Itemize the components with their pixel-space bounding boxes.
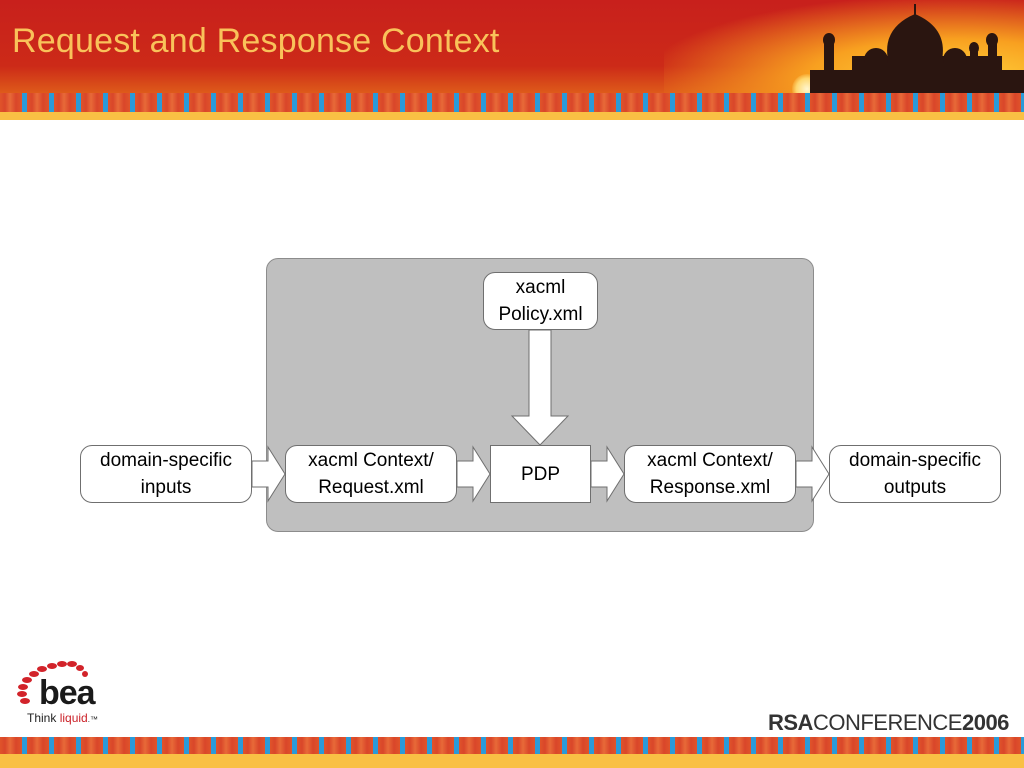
- gold-footer-bar: [0, 754, 1024, 768]
- node-line: xacml Context/: [308, 450, 434, 471]
- node-line: Request.xml: [318, 477, 424, 498]
- node-line: PDP: [520, 463, 561, 485]
- node-line: domain-specific: [100, 450, 232, 471]
- node-response: xacml Context/Response.xml: [624, 445, 796, 503]
- bea-swirl-icon: [17, 661, 88, 704]
- tagline-suffix: .™: [87, 715, 98, 724]
- rsa-prefix: RSA: [768, 710, 813, 735]
- node-pdp: PDP: [490, 445, 591, 503]
- node-domain-inputs: domain-specific inputs: [80, 445, 252, 503]
- node-line: Response.xml: [649, 477, 771, 498]
- bea-logo-text: bea: [39, 674, 96, 712]
- node-line: xacml Context/: [647, 450, 773, 471]
- slide-title: Request and Response Context: [12, 22, 500, 60]
- node-line: domain-specific: [849, 450, 981, 471]
- rsa-conference-logo: RSACONFERENCE2006: [768, 710, 1009, 736]
- node-domain-outputs: domain-specific outputs: [829, 445, 1001, 503]
- bea-tagline: Think liquid.™: [27, 711, 98, 725]
- node-line: xacml: [515, 277, 566, 298]
- tagline-prefix: Think: [27, 711, 57, 725]
- decorative-tile-strip-bottom: [0, 737, 1024, 755]
- tagline-accent: liquid: [59, 711, 88, 725]
- taj-mahal-silhouette-icon: [810, 4, 1024, 100]
- node-line: inputs: [140, 477, 192, 498]
- node-line: outputs: [883, 477, 947, 498]
- rsa-middle: CONFERENCE: [812, 710, 963, 735]
- slide-header: Request and Response Context: [0, 0, 1024, 120]
- node-line: Policy.xml: [498, 304, 583, 325]
- gold-divider: [0, 112, 1024, 120]
- decorative-tile-strip: [0, 93, 1024, 113]
- rsa-year: 2006: [961, 710, 1009, 735]
- node-request: xacml Context/Request.xml: [285, 445, 457, 503]
